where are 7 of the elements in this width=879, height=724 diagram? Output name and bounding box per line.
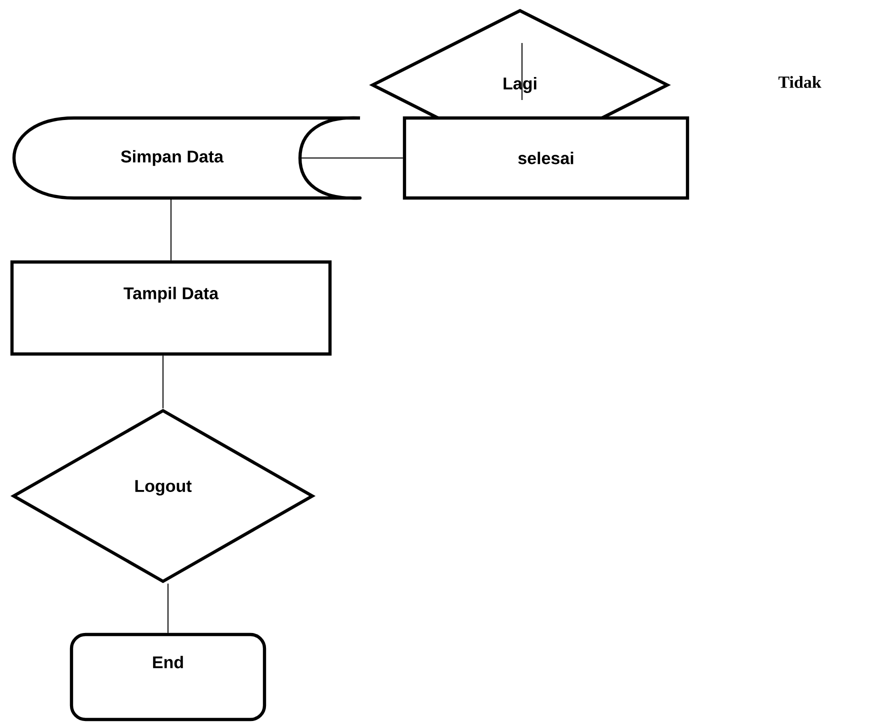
connector-line bbox=[162, 355, 164, 409]
process-box: Tampil Data bbox=[10, 260, 332, 356]
process-box: selesai bbox=[402, 116, 690, 200]
terminator-box: End bbox=[70, 632, 266, 722]
connector-line bbox=[170, 198, 172, 261]
stored-data-shape: Simpan Data bbox=[12, 116, 362, 200]
note-text: Tidak bbox=[778, 76, 822, 88]
